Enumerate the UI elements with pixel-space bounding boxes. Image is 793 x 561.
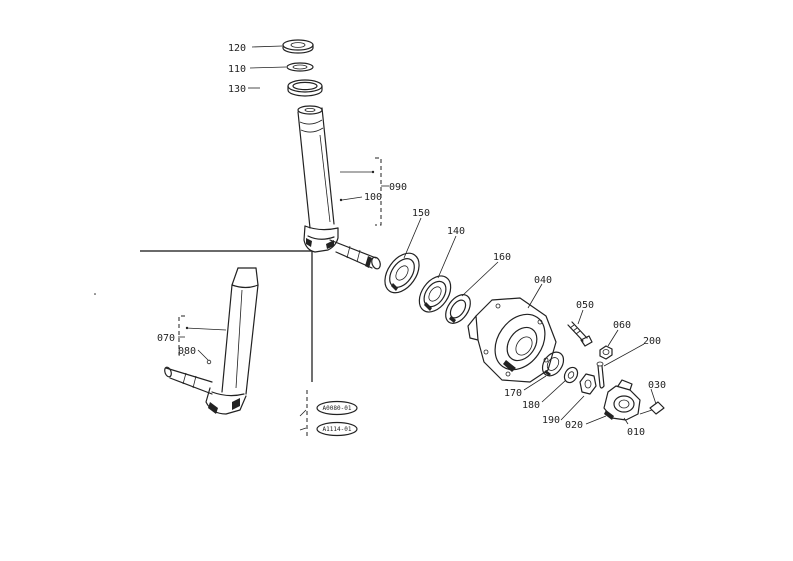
- label-200: 200: [643, 336, 661, 347]
- stray-dot: [94, 293, 96, 295]
- label-070: 070: [157, 333, 175, 344]
- part-180-washer: [563, 366, 579, 384]
- part-150-dust-seal: [384, 252, 420, 294]
- label-020: 020: [565, 420, 583, 431]
- ref-tag-upper-text: A0080-01: [323, 405, 352, 412]
- part-140-bearing: [418, 275, 452, 313]
- part-200-cotter-pin: [596, 361, 605, 389]
- part-120-washer: [282, 39, 314, 54]
- knuckle-shaft-main: [297, 105, 381, 270]
- ref-tag-lower-text: A1114-01: [323, 426, 352, 433]
- part-130-seal: [287, 79, 323, 97]
- label-110: 110: [228, 64, 246, 75]
- part-110-shim: [286, 62, 314, 72]
- label-080: 080: [178, 346, 196, 357]
- label-140: 140: [447, 226, 465, 237]
- label-010: 010: [627, 427, 645, 438]
- label-190: 190: [542, 415, 560, 426]
- part-170-bearing: [541, 351, 565, 377]
- label-030: 030: [648, 380, 666, 391]
- part-190-castle-nut: [579, 373, 597, 395]
- part-060-nut: [599, 345, 613, 360]
- label-120: 120: [228, 43, 246, 54]
- label-100: 100: [364, 192, 382, 203]
- part-160-bearing-race: [445, 294, 471, 324]
- part-040-hub: [467, 297, 557, 383]
- bracket-090-group: [375, 157, 382, 226]
- label-130: 130: [228, 84, 246, 95]
- ref-tag-lower-oval: [316, 421, 358, 437]
- part-010-hub-cap: [603, 379, 641, 421]
- label-150: 150: [412, 208, 430, 219]
- label-090: 090: [389, 182, 407, 193]
- leader-lines: [178, 45, 657, 431]
- label-170: 170: [504, 388, 522, 399]
- label-180: 180: [522, 400, 540, 411]
- part-030-bolt: [639, 401, 665, 415]
- label-160: 160: [493, 252, 511, 263]
- label-060: 060: [613, 320, 631, 331]
- label-050: 050: [576, 300, 594, 311]
- label-040: 040: [534, 275, 552, 286]
- part-050-bolt: [567, 321, 593, 347]
- bracket-070-group: [178, 315, 185, 356]
- knuckle-shaft-variant: [164, 267, 259, 415]
- ref-tag-upper-oval: [316, 400, 358, 416]
